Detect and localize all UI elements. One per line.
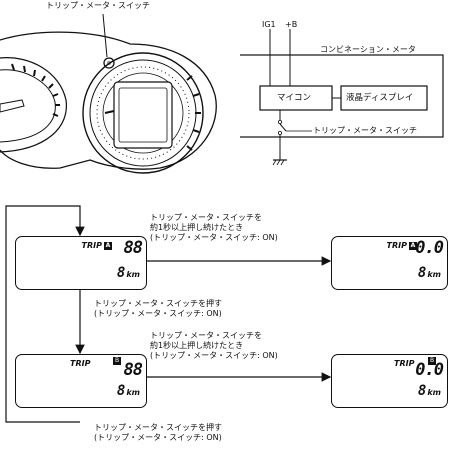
odo-unit: km: [126, 388, 140, 397]
trip-label: TRIP: [81, 241, 102, 250]
flow-arrows: [5, 205, 332, 423]
badge-a-icon: A: [409, 242, 417, 250]
trip-reading: 0.0: [415, 360, 444, 380]
odo-unit: km: [427, 270, 441, 279]
mcu-label: マイコン: [277, 93, 312, 103]
badge-a-icon: A: [104, 242, 112, 250]
display-trip-b-before: TRIP B 88 8km: [15, 354, 147, 408]
circuit-diagram: [240, 29, 444, 166]
ig1-label: IG1: [262, 20, 276, 29]
badge-b-icon: B: [113, 357, 121, 365]
odo-unit: km: [427, 388, 441, 397]
display-trip-b-reset: TRIP B 0.0 8km: [331, 354, 448, 408]
trip-reading: 88: [123, 360, 144, 380]
switch-label: トリップ・メータ・スイッチ: [313, 126, 417, 135]
hold-caption-b: トリップ・メータ・スイッチを 約1秒以上押し続けたとき (トリップ・メータ・スイ…: [150, 331, 278, 360]
press-caption-2: トリップ・メータ・スイッチを押す (トリップ・メータ・スイッチ: ON): [94, 423, 222, 442]
odo-value: 8: [417, 383, 427, 399]
badge-b-icon: B: [428, 357, 436, 365]
plus-b-label: +B: [285, 20, 298, 29]
hold-caption-a: トリップ・メータ・スイッチを 約1秒以上押し続けたとき (トリップ・メータ・スイ…: [150, 213, 278, 242]
trip-reading: 0.0: [415, 238, 444, 258]
instrument-cluster-illustration: [0, 13, 217, 174]
odo-value: 8: [417, 265, 427, 281]
trip-label: TRIP: [386, 241, 407, 250]
trip-reading: 88: [123, 238, 144, 258]
odo-unit: km: [126, 270, 140, 279]
odo-value: 8: [116, 265, 126, 281]
press-caption-1: トリップ・メータ・スイッチを押す (トリップ・メータ・スイッチ: ON): [94, 299, 222, 318]
trip-label: TRIP: [70, 359, 91, 368]
module-label: コンビネーション・メータ: [320, 45, 416, 54]
lcd-label: 液晶ディスプレイ: [346, 93, 414, 103]
odo-value: 8: [116, 383, 126, 399]
switch-callout-label: トリップ・メータ・スイッチ: [46, 1, 150, 10]
trip-label: TRIP: [394, 359, 415, 368]
